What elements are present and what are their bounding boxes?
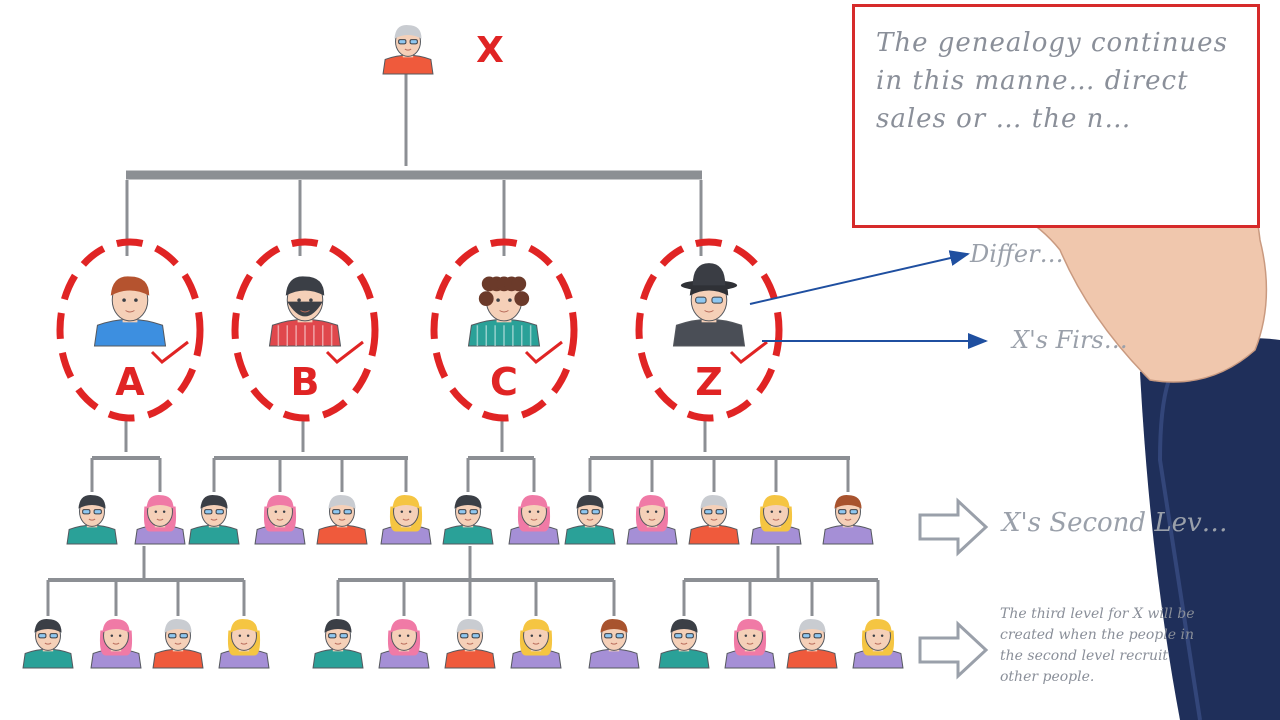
- first-level-avatar-b: [268, 276, 342, 347]
- second-level-avatar: [66, 495, 118, 545]
- sleeve: [1140, 338, 1280, 720]
- root-avatar-x: [382, 25, 434, 75]
- third-level-avatar: [378, 619, 430, 669]
- connector-lines: [46, 72, 880, 616]
- second-level-avatar: [508, 495, 560, 545]
- first-level-label-c: C: [490, 360, 518, 404]
- first-level-label-a: A: [115, 360, 145, 404]
- root-label-x: X: [476, 30, 504, 71]
- second-level-avatar: [134, 495, 186, 545]
- first-level-label-z: Z: [695, 360, 723, 404]
- third-level-avatar: [852, 619, 904, 669]
- second-level-avatar: [750, 495, 802, 545]
- hollow-arrow-second-level: [918, 497, 989, 557]
- dashed-circle-z: [635, 238, 783, 422]
- second-level-avatar: [626, 495, 678, 545]
- label-different: Differ…: [970, 240, 1064, 268]
- check-icon: [150, 340, 189, 364]
- third-level-avatar: [90, 619, 142, 669]
- third-level-note: The third level for X will be created wh…: [1000, 606, 1195, 685]
- check-icon: [729, 340, 768, 364]
- dashed-circle-a: [56, 238, 204, 422]
- second-level-avatar: [254, 495, 306, 545]
- dashed-circle-b: [231, 238, 379, 422]
- arrow-to-different-label: [749, 250, 970, 305]
- third-level-avatar: [152, 619, 204, 669]
- second-level-avatar: [316, 495, 368, 545]
- check-icon: [524, 340, 563, 364]
- second-level-avatar: [188, 495, 240, 545]
- second-level-avatar: [688, 495, 740, 545]
- note-box: [852, 4, 1260, 228]
- note-text: The genealogy continues in this manne… d…: [876, 28, 1228, 134]
- second-level-avatar: [564, 495, 616, 545]
- third-level-avatar: [444, 619, 496, 669]
- check-icon: [325, 340, 364, 364]
- second-level-avatar: [822, 495, 874, 545]
- first-level-avatar-c: [467, 276, 541, 347]
- first-level-avatar-a: [93, 276, 167, 347]
- second-level-avatar: [380, 495, 432, 545]
- label-first-level: X's Firs…: [1012, 326, 1128, 354]
- third-level-avatar: [312, 619, 364, 669]
- annotation-arrows: [749, 250, 989, 680]
- first-level-label-b: B: [290, 360, 320, 404]
- third-level-avatar: [218, 619, 270, 669]
- first-level-avatar-z: [672, 263, 746, 347]
- second-level-avatar: [442, 495, 494, 545]
- sleeve-knit: [1157, 358, 1202, 720]
- third-level-avatar: [22, 619, 74, 669]
- third-level-avatar: [786, 619, 838, 669]
- hollow-arrow-third-level: [918, 620, 989, 680]
- third-level-avatar: [510, 619, 562, 669]
- selection-circles: [56, 238, 783, 422]
- label-second-level: X's Second Lev…: [1002, 508, 1228, 538]
- dashed-circle-c: [430, 238, 578, 422]
- avatar-layer: [22, 25, 904, 669]
- third-level-avatar: [724, 619, 776, 669]
- third-level-avatar: [588, 619, 640, 669]
- third-level-avatar: [658, 619, 710, 669]
